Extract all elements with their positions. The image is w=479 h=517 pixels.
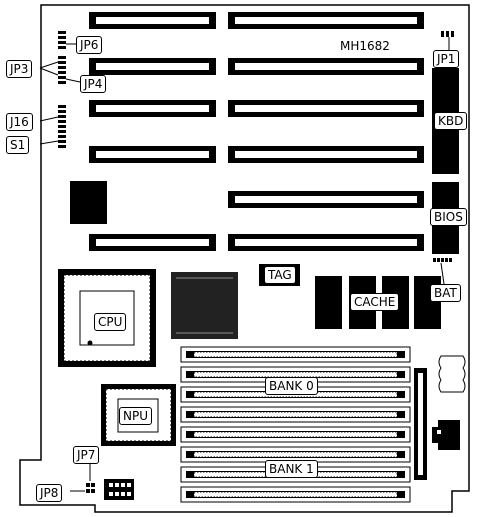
board-model-label: MH1682: [340, 39, 390, 53]
small-ic: [104, 479, 134, 500]
jp1-header: [441, 31, 454, 37]
jp4-label: JP4: [80, 75, 107, 93]
bank1-label: BANK 1: [265, 460, 318, 478]
cpu-label: CPU: [94, 313, 127, 331]
jumper-headers-left: [58, 31, 66, 148]
jp8-label: JP8: [36, 484, 63, 502]
right-connector: [432, 420, 460, 450]
bank0-label: BANK 0: [265, 377, 318, 395]
leader-lines: [39, 37, 450, 492]
jp7-label: JP7: [73, 446, 100, 464]
battery-header: [433, 258, 452, 262]
tag-label: TAG: [264, 266, 296, 284]
cpu-socket: [58, 269, 156, 367]
bios-label: BIOS: [430, 208, 467, 226]
power-connector: [414, 368, 427, 480]
battery-outline: [438, 355, 466, 393]
chipset-ic-2: [171, 272, 238, 339]
chipset-ic-1: [70, 181, 107, 224]
cache-label: CACHE: [350, 293, 400, 311]
chipset-ic-2-pins: [176, 277, 233, 334]
j16-label: J16: [6, 113, 33, 131]
simm-sockets: [180, 346, 411, 503]
npu-label: NPU: [119, 407, 152, 425]
s1-label: S1: [6, 136, 30, 154]
jp1-label: JP1: [433, 50, 460, 68]
bat-label: BAT: [430, 284, 461, 302]
jp7-jp8-headers: [86, 483, 95, 493]
expansion-slots: [89, 12, 424, 251]
jp6-label: JP6: [76, 36, 103, 54]
jp3-label: JP3: [6, 60, 33, 78]
kbd-label: KBD: [434, 112, 468, 130]
